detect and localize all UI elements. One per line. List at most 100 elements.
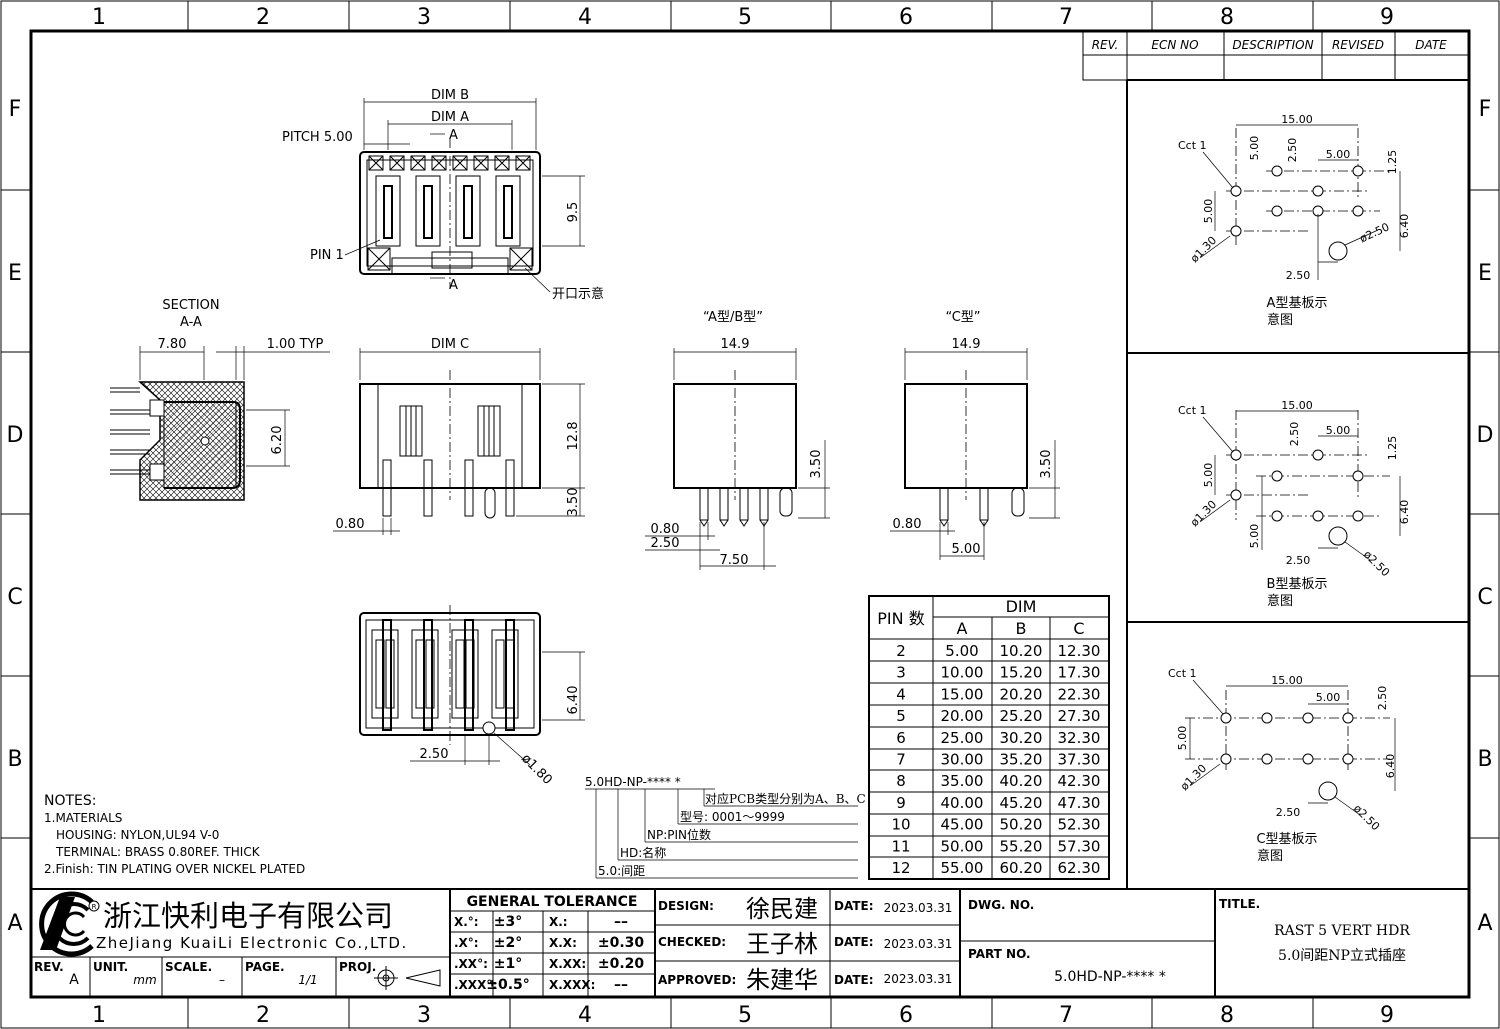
page-label: PAGE. (245, 960, 285, 974)
pcb-a-dim-5-vl: 5.00 (1202, 199, 1215, 224)
tolerance-title: GENERAL TOLERANCE (467, 894, 638, 910)
notes-line: TERMINAL: BRASS 0.80REF. THICK (55, 845, 261, 859)
date-label: DATE: (834, 973, 874, 987)
front-height-label: 12.8 (566, 422, 581, 451)
section-mark-top: A (449, 128, 458, 143)
drawing-number-fields: DWG. NO. PART NO. 5.0HD-NP-**** * TITLE.… (968, 897, 1410, 985)
dim-cell: 25.20 (1000, 707, 1043, 725)
dim-cell: 47.30 (1058, 794, 1101, 812)
company-name-en: ZheJiang KuaiLi Electronic Co.,LTD. (96, 934, 408, 952)
front-pin-width-label: 0.80 (336, 517, 365, 532)
dim-cell: 12.30 (1058, 642, 1101, 660)
col-label: 5 (738, 1003, 752, 1028)
rev-label: REV. (34, 960, 64, 974)
front-view: DIM C 12.8 3.50 0.80 (333, 337, 585, 535)
dim-cell: 35.00 (941, 772, 984, 790)
dim-cell: 50.00 (941, 837, 984, 855)
pcb-b-dim-5-vb: 5.00 (1248, 524, 1261, 549)
pcb-c-dim-15: 15.00 (1271, 674, 1303, 687)
c-dim-0-80: 0.80 (893, 517, 922, 532)
tolerance-value: –– (614, 977, 628, 993)
scale-value: – (219, 973, 225, 987)
pcb-a-dim-2-5-h: 2.50 (1286, 269, 1311, 282)
tolerance-key: .X°: (454, 936, 479, 950)
rev-value: A (69, 972, 79, 988)
checked-label: CHECKED: (658, 935, 726, 949)
revised-header: REVISED (1332, 38, 1384, 52)
approved-label: APPROVED: (658, 973, 736, 987)
pin-count-cell: 7 (896, 751, 906, 769)
checked-date: 2023.03.31 (884, 937, 953, 951)
dim-cell: 10.20 (1000, 642, 1043, 660)
dim-cell: 10.00 (941, 664, 984, 682)
pin-count-cell: 9 (896, 794, 906, 812)
tolerance-key: .XX°: (454, 957, 488, 971)
dim-cell: 30.00 (941, 751, 984, 769)
border-row-labels: F F E E D D C C B B A A (1, 97, 1499, 936)
col-label: 7 (1059, 5, 1073, 30)
col-label: 2 (256, 1003, 270, 1028)
dim-cell: 30.20 (1000, 729, 1043, 747)
col-label: 1 (92, 5, 106, 30)
section-title-1: SECTION (162, 298, 219, 313)
dim-cell: 50.20 (1000, 816, 1043, 834)
col-label: 3 (417, 1003, 431, 1028)
pitch-label: PITCH 5.00 (282, 130, 353, 145)
row-label: A (7, 911, 22, 936)
pcb-c-dim-5-vl: 5.00 (1176, 726, 1189, 751)
bottom-view: 6.40 2.50 ø1.80 (359, 605, 585, 788)
title-line-1: RAST 5 VERT HDR (1274, 923, 1410, 939)
dim-b-label: DIM B (431, 88, 469, 103)
ab-dim-2-50: 2.50 (651, 536, 680, 551)
registered-icon: R (92, 903, 97, 911)
pcb-c-hole-2-5: ø2.50 (1351, 802, 1382, 833)
dim-cell: 62.30 (1058, 859, 1101, 877)
section-dim-6-20: 6.20 (270, 426, 285, 455)
pin-count-cell: 4 (896, 685, 906, 703)
dim-cell: 60.20 (1000, 859, 1043, 877)
tolerance-value: ±3° (494, 914, 522, 930)
height-9-5-label: 9.5 (566, 202, 581, 223)
pin-count-cell: 5 (896, 707, 906, 725)
dim-cell: 25.00 (941, 729, 984, 747)
col-label: 9 (1380, 5, 1394, 30)
pcb-a-caption-1: A型基板示 (1267, 296, 1328, 311)
rev-header: REV. (1092, 38, 1119, 52)
pcb-a-dim-5-v: 5.00 (1248, 136, 1261, 161)
c-width-label: 14.9 (952, 337, 981, 352)
tolerance-key: X.X: (549, 936, 577, 950)
col-label: 8 (1220, 5, 1234, 30)
dwg-no-label: DWG. NO. (968, 898, 1034, 912)
unit-value: mm (133, 973, 156, 987)
tolerance-key: X.: (549, 915, 568, 929)
col-label: 5 (738, 5, 752, 30)
date-header: DATE (1415, 38, 1447, 52)
row-label: E (1478, 261, 1492, 286)
row-label: B (1477, 747, 1492, 772)
legend-line-2: 型号: 0001～9999 (680, 810, 785, 824)
pin-count-cell: 10 (891, 816, 910, 834)
dim-cell: 27.30 (1058, 707, 1101, 725)
row-label: D (7, 423, 24, 448)
dim-cell: 17.30 (1058, 664, 1101, 682)
legend-line-4: HD:名称 (620, 845, 666, 860)
dim-cell: 35.20 (1000, 751, 1043, 769)
bottom-view-pin-slots (371, 619, 519, 731)
border-col-labels-top: 1 2 3 4 5 6 7 8 9 (92, 1, 1394, 31)
projection-symbol-icon (374, 966, 441, 990)
col-a-header: A (957, 619, 968, 638)
row-label: C (1477, 585, 1492, 610)
ab-dim-0-80: 0.80 (651, 522, 680, 537)
col-label: 4 (578, 5, 592, 30)
row-label: A (1477, 911, 1492, 936)
row-label: F (1479, 97, 1492, 122)
notes-line: 2.Finish: TIN PLATING OVER NICKEL PLATED (44, 862, 305, 876)
pcb-c-cct: Cct 1 (1168, 667, 1197, 680)
ecn-header: ECN NO (1151, 38, 1198, 52)
date-label: DATE: (834, 899, 874, 913)
bottom-height-label: 6.40 (566, 686, 581, 715)
opening-label: 开口示意 (552, 286, 604, 302)
pcb-c-dim-5-h: 5.00 (1316, 691, 1341, 704)
pcb-b-dim-5-vl: 5.00 (1202, 463, 1215, 488)
